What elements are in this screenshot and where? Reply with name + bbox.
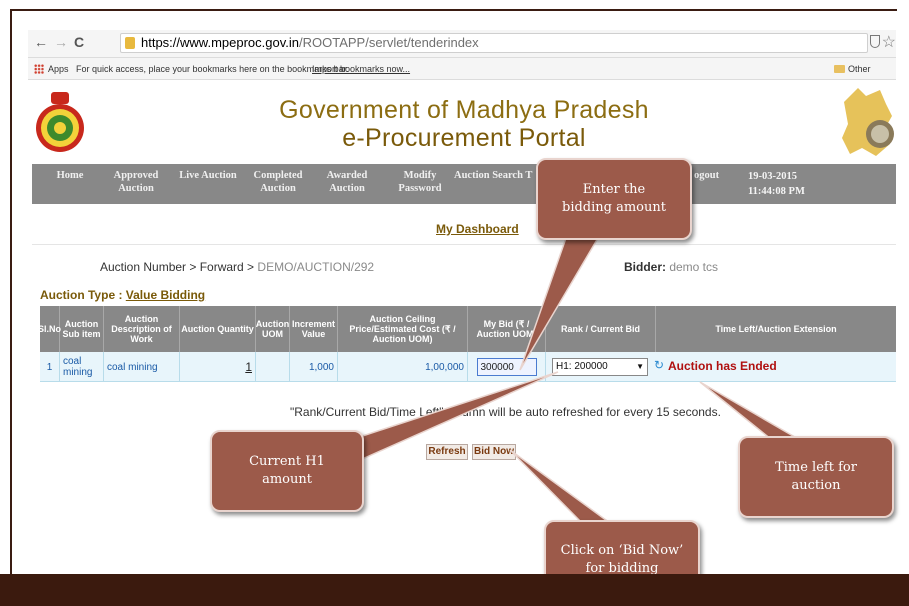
- nav-item-live-auction[interactable]: Live Auction: [178, 169, 238, 182]
- col-header-time-left: Time Left/Auction Extension: [715, 324, 837, 334]
- slide-top-rule: [10, 9, 897, 11]
- address-bar[interactable]: https://www.mpeproc.gov.in/ROOTAPP/servl…: [120, 33, 868, 53]
- divider: [32, 244, 896, 245]
- bookmark-star-icon[interactable]: ☆: [881, 34, 896, 51]
- cell-description: coal mining: [104, 352, 180, 382]
- mp-emblem-icon: [36, 92, 84, 152]
- auction-type-value[interactable]: Value Bidding: [125, 288, 206, 302]
- cell-my-bid: [468, 352, 546, 382]
- browser-toolbar: ← → C https://www.mpeproc.gov.in/ROOTAPP…: [28, 30, 896, 58]
- my-bid-input[interactable]: [476, 358, 537, 376]
- slide-bottom-band: [0, 574, 909, 606]
- back-arrow-icon[interactable]: ←: [34, 34, 48, 50]
- callout-current-h1: Current H1 amount: [210, 430, 364, 512]
- server-time: 11:44:08 PM: [748, 186, 805, 197]
- col-header-sub-item: Auction Sub item: [60, 306, 104, 352]
- breadcrumb-auction-number: DEMO/AUCTION/292: [257, 260, 375, 274]
- auction-status: Auction has Ended: [668, 359, 777, 373]
- nav-item-label: Approved Auction: [113, 170, 159, 194]
- nav-item-logout[interactable]: ogout: [694, 169, 730, 182]
- col-header-uom: Auction UOM: [256, 306, 290, 352]
- url-path: /ROOTAPP/servlet/tenderindex: [299, 35, 479, 50]
- col-header-rank: Rank / Current Bid: [546, 306, 656, 352]
- auto-refresh-note: "Rank/Current Bid/Time Left" column will…: [290, 405, 721, 419]
- bookmarks-hint: For quick access, place your bookmarks h…: [76, 64, 349, 74]
- server-datetime: 19-03-2015 11:44:08 PM: [748, 169, 805, 199]
- url-host: https://www.mpeproc.gov.in: [141, 35, 299, 50]
- import-bookmarks-link[interactable]: Import bookmarks now...: [312, 64, 411, 74]
- auction-table-header: Sl.No Auction Sub item Auction Descripti…: [38, 306, 896, 352]
- col-header-quantity: Auction Quantity: [180, 306, 256, 352]
- nav-item-label: Completed Auction: [253, 170, 303, 194]
- nav-item-label: Home: [56, 170, 84, 181]
- main-nav-bar: Home Approved Auction Live Auction Compl…: [32, 164, 896, 204]
- callout-enter-bid: Enter the bidding amount: [536, 158, 692, 240]
- slide-left-rule: [10, 9, 12, 574]
- cell-increment: 1,000: [290, 352, 338, 382]
- quantity-link[interactable]: 1: [245, 360, 252, 374]
- col-header-increment: Increment Value: [290, 306, 338, 352]
- portal-title-line1: Government of Madhya Pradesh: [279, 96, 649, 124]
- cell-quantity: 1: [180, 352, 256, 382]
- lock-icon: [125, 37, 135, 49]
- cell-slno: 1: [40, 352, 60, 382]
- bidder-name: demo tcs: [666, 260, 719, 274]
- auction-type-label: Auction Type :: [40, 288, 126, 302]
- callout-time-left: Time left for auction: [738, 436, 894, 518]
- my-dashboard-link[interactable]: My Dashboard: [436, 222, 519, 236]
- nav-item-approved-auction[interactable]: Approved Auction: [110, 169, 162, 195]
- bidder-info: Bidder: demo tcs: [624, 260, 718, 274]
- bid-now-button[interactable]: Bid Now: [472, 444, 516, 460]
- cell-uom: [256, 352, 290, 382]
- breadcrumb-prefix: Auction Number > Forward >: [100, 260, 258, 274]
- nav-item-label: ogout: [694, 170, 720, 181]
- rank-current-bid-select[interactable]: H1: 200000 ▼: [552, 358, 648, 376]
- nav-item-completed-auction[interactable]: Completed Auction: [250, 169, 306, 195]
- nav-item-awarded-auction[interactable]: Awarded Auction: [322, 169, 372, 195]
- table-row: 1 coal mining coal mining 1 1,000 1,00,0…: [40, 352, 896, 382]
- reload-icon[interactable]: C: [74, 34, 85, 50]
- bookmarks-bar: Apps For quick access, place your bookma…: [28, 58, 896, 96]
- dropdown-arrow-icon: ▼: [636, 362, 644, 371]
- cell-sub-item: coal mining: [60, 352, 104, 382]
- apps-label[interactable]: Apps: [48, 64, 69, 74]
- nav-item-label: Auction Search T: [454, 170, 533, 181]
- folder-icon: [834, 65, 845, 73]
- nav-item-label: Awarded Auction: [326, 170, 368, 194]
- col-header-my-bid: My Bid (₹ / Auction UOM): [468, 306, 546, 352]
- shield-icon[interactable]: [870, 35, 880, 48]
- col-header-slno: Sl.No: [38, 306, 61, 352]
- col-header-ceiling: Auction Ceiling Price/Estimated Cost (₹ …: [338, 306, 468, 352]
- mp-map-logo-icon: [842, 88, 894, 156]
- auction-type: Auction Type : Value Bidding: [40, 288, 205, 302]
- nav-item-auction-search[interactable]: Auction Search T: [454, 169, 546, 182]
- auto-refresh-icon: ↻: [654, 358, 665, 372]
- nav-item-label: Live Auction: [179, 170, 237, 181]
- portal-title-line2: e-Procurement Portal: [342, 124, 586, 152]
- cell-ceiling: 1,00,000: [338, 352, 468, 382]
- bidder-label: Bidder:: [624, 260, 666, 274]
- server-date: 19-03-2015: [748, 171, 797, 182]
- nav-item-modify-password[interactable]: Modify Password: [392, 169, 448, 195]
- apps-grid-icon[interactable]: [34, 64, 44, 74]
- breadcrumb: Auction Number > Forward > DEMO/AUCTION/…: [100, 260, 374, 274]
- refresh-button[interactable]: Refresh: [426, 444, 468, 460]
- col-header-description: Auction Description of Work: [104, 306, 180, 352]
- nav-item-label: Modify Password: [398, 170, 442, 194]
- rank-select-value: H1: 200000: [556, 361, 608, 372]
- forward-arrow-icon[interactable]: →: [54, 34, 68, 50]
- nav-item-home[interactable]: Home: [52, 169, 88, 182]
